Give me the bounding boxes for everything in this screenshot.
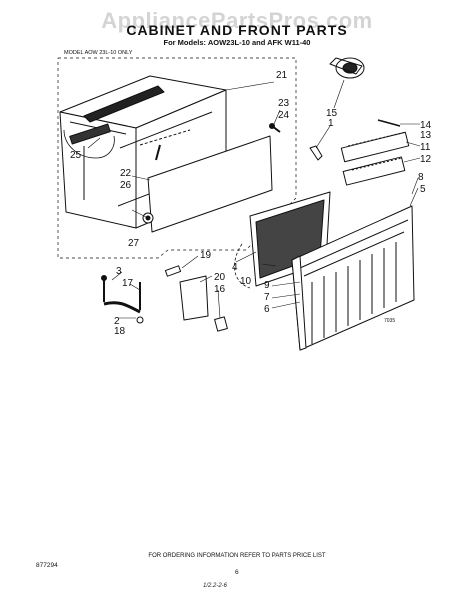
cabinet-screw [155, 123, 281, 161]
front-grille [291, 205, 415, 351]
site-watermark: AppliancePartsPros.com [101, 8, 373, 33]
callout-7: 7 [264, 292, 270, 303]
support-bracket [309, 145, 323, 161]
callout-1: 1 [328, 118, 334, 129]
callout-18: 18 [114, 326, 126, 337]
ordering-note: FOR ORDERING INFORMATION REFER TO PARTS … [148, 553, 326, 559]
callout-26: 26 [120, 180, 132, 191]
art-number: 7035 [384, 318, 395, 324]
callout-22: 22 [120, 168, 132, 179]
hose-outline [234, 243, 251, 289]
callout-19: 19 [200, 250, 212, 261]
callout-25: 25 [70, 150, 82, 161]
diagram-title: CABINET AND FRONT PARTS [126, 22, 348, 38]
callout-20: 20 [214, 272, 226, 283]
callout-24: 24 [278, 110, 290, 121]
callout-2: 2 [114, 316, 120, 327]
handwritten-note: 1/2.2-2-6 [203, 583, 228, 589]
callout-numbers: 21 23 24 25 22 26 27 15 1 14 13 11 12 8 … [70, 70, 432, 337]
screw-set [101, 275, 144, 324]
page-number: 6 [235, 569, 239, 576]
callout-11: 11 [420, 142, 431, 153]
model-only-note: MODEL AOW 23L-10 ONLY [64, 50, 133, 56]
callout-4: 4 [232, 262, 238, 273]
callout-5: 5 [420, 184, 426, 195]
model-list: For Models: AOW23L-10 and AFK W11-40 [163, 38, 311, 47]
callout-10: 10 [240, 276, 252, 287]
callout-23: 23 [278, 98, 290, 109]
callout-27: 27 [128, 238, 140, 249]
mounting-hardware [164, 265, 228, 332]
callout-13: 13 [420, 130, 432, 141]
callout-21: 21 [276, 70, 288, 81]
detail-magnifier [63, 123, 115, 159]
callout-17: 17 [122, 278, 134, 289]
callout-8: 8 [418, 172, 424, 183]
louver-assembly [340, 119, 410, 186]
cabinet-group-outline [57, 57, 297, 259]
callout-6: 6 [264, 304, 270, 315]
callout-12: 12 [420, 154, 432, 165]
callout-9: 9 [264, 280, 270, 291]
document-number: 877294 [36, 562, 58, 569]
callout-3: 3 [116, 266, 122, 277]
callout-15: 15 [326, 108, 338, 119]
callout-14: 14 [420, 120, 432, 131]
control-knob-assembly [329, 57, 365, 79]
callout-16: 16 [214, 284, 226, 295]
